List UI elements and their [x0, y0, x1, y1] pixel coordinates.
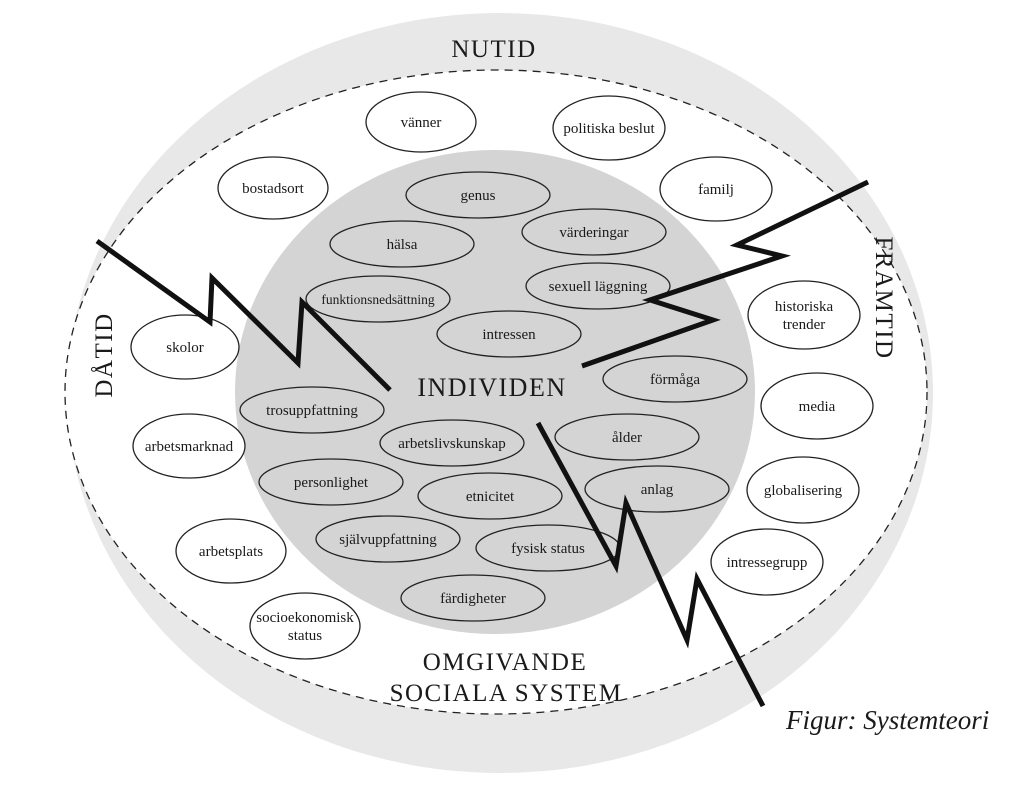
inner-item-alder-ellipse: [554, 413, 700, 461]
outer-item-globalisering-ellipse: [746, 456, 860, 524]
omgivande-label-line2: SOCIALA SYSTEM: [390, 680, 623, 707]
outer-item-arbetsplats-ellipse: [175, 518, 287, 584]
inner-item-fardigheter-label: färdigheter: [440, 591, 506, 607]
inner-item-halsa-label: hälsa: [387, 237, 418, 253]
inner-item-formaga-ellipse: [602, 355, 748, 403]
inner-item-alder-label: ålder: [612, 430, 642, 446]
outer-item-intressegrupp-label: intressegrupp: [727, 555, 808, 571]
inner-item-funktionsnedsattning-label: funktionsnedsättning: [321, 292, 434, 307]
inner-item-sexuell-laggning-ellipse: [525, 262, 671, 310]
figure-caption: Figur: Systemteori: [786, 705, 990, 735]
datid-label: DÅTID: [91, 312, 118, 397]
inner-item-personlighet-label: personlighet: [294, 475, 369, 491]
inner-item-arbetslivskunskap-label: arbetslivskunskap: [398, 436, 505, 452]
individen-label: INDIVIDEN: [417, 373, 566, 402]
inner-items-group: genus hälsa värderingar funktionsnedsättnin…: [239, 171, 748, 622]
inner-item-fardigheter-ellipse: [400, 574, 546, 622]
inner-item-intressen-ellipse: [436, 310, 582, 358]
outer-item-arbetsmarknad-label: arbetsmarknad: [145, 439, 234, 455]
inner-item-personlighet-ellipse: [258, 458, 404, 506]
outer-item-politiska-beslut-label: politiska beslut: [563, 121, 655, 137]
inner-item-varderingar-ellipse: [521, 208, 667, 256]
omgivande-label-line1: OMGIVANDE: [423, 649, 587, 676]
inner-item-anlag-ellipse: [584, 465, 730, 513]
outer-item-globalisering-label: globalisering: [764, 483, 843, 499]
inner-item-trosuppfattning-label: trosuppfattning: [266, 403, 358, 419]
lightning-bolt-left: [95, 238, 392, 392]
outer-item-skolor-ellipse: [130, 314, 240, 380]
framtid-label: FRAMTID: [870, 236, 897, 359]
nutid-label: NUTID: [451, 36, 536, 63]
outer-item-arbetsmarknad-ellipse: [132, 413, 246, 479]
outer-item-bostadsort-ellipse: [217, 156, 329, 220]
inner-item-sjalvuppfattning-ellipse: [315, 515, 461, 563]
outer-items-group: vänner politiska beslut bostadsort familj sk…: [130, 91, 874, 660]
outer-item-vanner-ellipse: [365, 91, 477, 153]
outer-item-intressegrupp-ellipse: [710, 528, 824, 596]
outer-item-familj-label: familj: [698, 182, 734, 198]
inner-item-formaga-label: förmåga: [650, 372, 700, 388]
inner-item-genus-label: genus: [461, 188, 496, 204]
inner-item-trosuppfattning-ellipse: [239, 386, 385, 434]
outer-item-socioekonomisk-status-ellipse: [249, 592, 361, 660]
lightning-bolt-bottom: [535, 421, 766, 708]
outer-item-media-label: media: [799, 399, 836, 415]
inner-item-sjalvuppfattning-label: självuppfattning: [339, 532, 437, 548]
outer-item-skolor-label: skolor: [166, 340, 204, 356]
inner-item-anlag-label: anlag: [641, 482, 674, 498]
outer-item-vanner-label: vänner: [401, 115, 442, 131]
inner-item-genus-ellipse: [405, 171, 551, 219]
inner-item-arbetslivskunskap-ellipse: [379, 419, 525, 467]
inner-item-sexuell-laggning-label: sexuell läggning: [549, 279, 648, 295]
outer-item-politiska-beslut-ellipse: [552, 95, 666, 161]
inner-item-varderingar-label: värderingar: [559, 225, 628, 241]
inner-item-etnicitet-ellipse: [417, 472, 563, 520]
inner-item-etnicitet-label: etnicitet: [466, 489, 515, 505]
inner-item-fysisk-status-label: fysisk status: [511, 541, 585, 557]
inner-item-halsa-ellipse: [329, 220, 475, 268]
lightning-bolt-right: [581, 179, 870, 369]
outer-item-media-ellipse: [760, 372, 874, 440]
inner-item-intressen-label: intressen: [482, 327, 536, 343]
outer-item-arbetsplats-label: arbetsplats: [199, 544, 263, 560]
outer-item-familj-ellipse: [659, 156, 773, 222]
outer-item-bostadsort-label: bostadsort: [242, 181, 304, 197]
outer-item-historiska-trender-ellipse: [747, 280, 861, 350]
inner-item-funktionsnedsattning-ellipse: [305, 275, 451, 323]
